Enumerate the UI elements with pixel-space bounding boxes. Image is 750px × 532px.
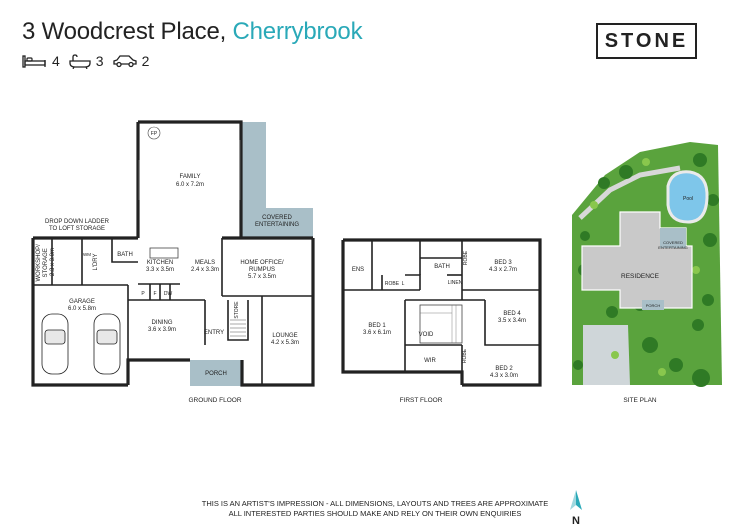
- office-label-2: RUMPUS: [249, 267, 275, 273]
- dining-size: 3.6 x 3.9m: [148, 327, 176, 333]
- robe2-label: ROBE: [462, 348, 468, 363]
- lounge-name: LOUNGE: [272, 333, 297, 339]
- porch-area: [190, 360, 242, 386]
- pool-label: Pool: [683, 196, 693, 202]
- family-size: 6.0 x 7.2m: [176, 182, 204, 188]
- ground-floor-caption: GROUND FLOOR: [188, 397, 241, 404]
- site-porch-label: PORCH: [646, 303, 661, 308]
- kitchen-size: 3.3 x 3.5m: [146, 267, 174, 273]
- workshop-label: WORKSHOP/ STORAGE 2.3 x 3.0m: [36, 242, 56, 281]
- bed3-name: BED 3: [494, 260, 512, 266]
- meals-size: 2.4 x 3.3m: [191, 267, 219, 273]
- covered-entertaining-area-lower: [241, 208, 313, 238]
- bed4-size: 3.5 x 3.4m: [498, 318, 526, 324]
- site-plan-caption: SITE PLAN: [623, 397, 657, 404]
- pantry-label: P: [141, 291, 145, 297]
- gf-bath-label: BATH: [117, 252, 133, 258]
- wm-label: WM: [83, 252, 91, 257]
- fridge-label: F: [153, 291, 156, 297]
- ladder-label-2: TO LOFT STORAGE: [49, 226, 105, 232]
- dw-label: DW: [164, 291, 173, 297]
- north-arrow-icon: [570, 490, 582, 510]
- first-floor-caption: FIRST FLOOR: [400, 397, 443, 404]
- kitchen-name: KITCHEN: [147, 260, 173, 266]
- covered-label-2: ENTERTAINING: [255, 222, 299, 228]
- bathrooms-count: 3: [95, 53, 104, 69]
- family-name: FAMILY: [180, 174, 201, 180]
- bed4-name: BED 4: [503, 311, 521, 317]
- lounge-size: 4.2 x 5.3m: [271, 340, 299, 346]
- site-covered-2: ENTERTAINING: [658, 245, 687, 250]
- brand-logo: STONE: [596, 23, 697, 59]
- porch-label: PORCH: [205, 371, 227, 377]
- robe3-label: ROBE: [463, 250, 469, 265]
- dining-name: DINING: [152, 320, 173, 326]
- north-compass: N: [566, 488, 586, 528]
- ens-label: ENS: [352, 267, 364, 273]
- residence-label: RESIDENCE: [621, 273, 660, 280]
- site-covered-1: COVERED: [663, 240, 683, 245]
- robe-l-label: L: [402, 281, 405, 287]
- robe1-label: ROBE: [385, 281, 400, 287]
- site-plan: Pool COVERED ENTERTAINING RESIDENCE PORC…: [572, 142, 722, 404]
- suburb: Cherrybrook: [232, 18, 363, 45]
- store-label: STORE: [234, 301, 240, 319]
- office-size: 5.7 x 3.5m: [248, 274, 276, 280]
- bed1-size: 3.6 x 6.1m: [363, 330, 391, 336]
- bed3-size: 4.3 x 2.7m: [489, 267, 517, 273]
- bedrooms-count: 4: [52, 53, 60, 69]
- bed2-size: 4.3 x 3.0m: [490, 373, 518, 379]
- logo-text: STONE: [604, 30, 689, 52]
- garage-size: 6.0 x 5.8m: [68, 306, 96, 312]
- fp-label: FP: [151, 131, 158, 137]
- ladder-label-1: DROP DOWN LADDER: [45, 219, 110, 225]
- disclaimer-line-2: ALL INTERESTED PARTIES SHOULD MAKE AND R…: [228, 509, 522, 518]
- first-floor-plan: ENS ROBE L BATH ROBE BED 3 4.3 x 2.7m LI…: [341, 238, 542, 404]
- bath-icon: [69, 53, 91, 69]
- property-features: 4 3 2: [22, 52, 157, 70]
- bed2-name: BED 2: [495, 366, 513, 372]
- covered-label-1: COVERED: [262, 215, 292, 221]
- office-label-1: HOME OFFICE/: [240, 260, 284, 266]
- disclaimer-line-1: THIS IS AN ARTIST'S IMPRESSION - ALL DIM…: [201, 499, 549, 508]
- address: 3 Woodcrest Place,: [22, 18, 227, 45]
- car-icon: [112, 55, 137, 68]
- laundry-label: L'DRY: [93, 253, 99, 270]
- ground-floor-plan: FP FAMILY 6.0 x 7.2m COVERED ENTERTAININ…: [31, 120, 315, 404]
- linen-label: LINEN: [448, 280, 463, 286]
- bed1-name: BED 1: [368, 323, 386, 329]
- garage-cars: [41, 313, 121, 375]
- void-label: VOID: [419, 332, 434, 338]
- cars-feature: 2: [112, 53, 150, 69]
- north-label: N: [572, 515, 580, 527]
- entry-label: ENTRY: [204, 330, 224, 336]
- garage-name: GARAGE: [69, 299, 95, 305]
- ff-bath-label: BATH: [434, 264, 450, 270]
- listing-title: 3 Woodcrest Place, Cherrybrook: [22, 18, 363, 46]
- bed-icon: [22, 55, 46, 68]
- wir-label: WIR: [424, 358, 436, 364]
- cars-count: 2: [141, 53, 150, 69]
- pool: [666, 170, 709, 224]
- bathrooms-feature: 3: [68, 53, 104, 69]
- bedrooms-feature: 4: [22, 53, 60, 69]
- meals-name: MEALS: [195, 260, 215, 266]
